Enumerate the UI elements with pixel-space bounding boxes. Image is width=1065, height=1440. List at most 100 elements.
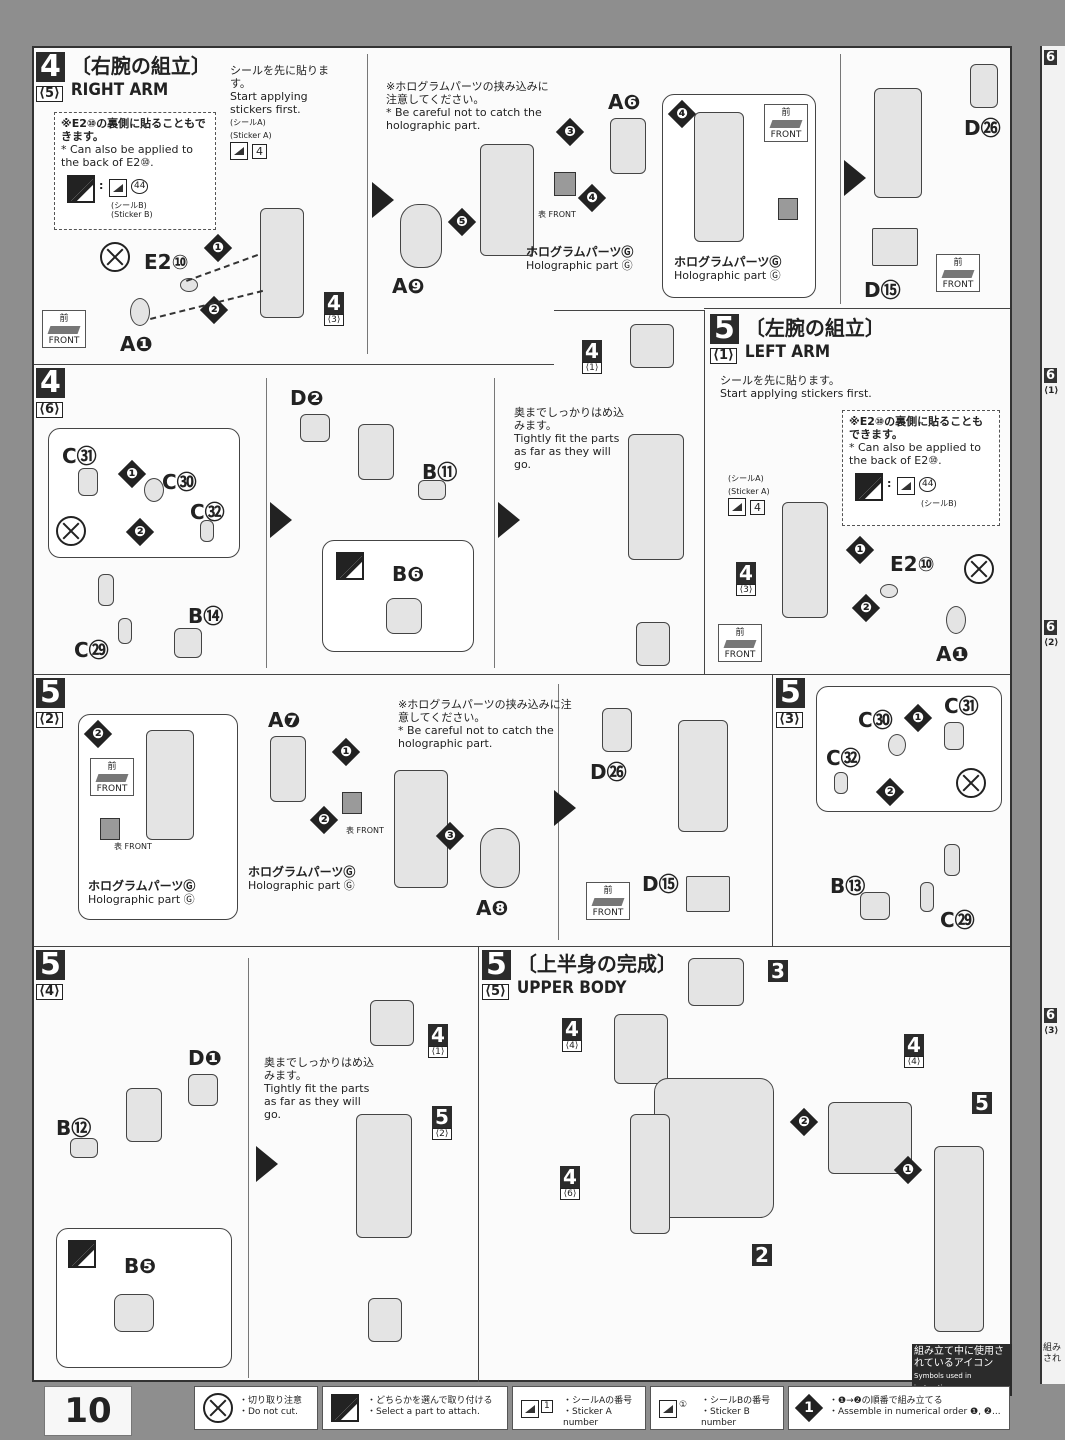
- part-a1: [130, 298, 150, 326]
- torso: [654, 1078, 774, 1218]
- part-a1: [946, 606, 966, 634]
- right-shoulder: [614, 1014, 668, 1084]
- ref-step-4-4: 4⟨4⟩: [562, 1018, 582, 1052]
- right-upper-arm: [260, 208, 304, 318]
- part-c29-label: C㉙: [940, 908, 975, 932]
- order-3-icon: ❸: [555, 117, 585, 147]
- step-title-en: UPPER BODY: [516, 978, 627, 998]
- part-c29: [118, 618, 132, 644]
- cut-icon: [964, 554, 994, 584]
- part-d26: [970, 64, 998, 108]
- part-c29: [920, 882, 934, 912]
- step-title-en: LEFT ARM: [744, 342, 831, 362]
- sticker-a-label-jp: (シールA): [728, 474, 764, 483]
- legend-cut-jp: ・切り取り注意: [239, 1396, 303, 1406]
- order-4-inset-icon: ❹: [667, 99, 697, 129]
- choose-icon: [336, 552, 364, 580]
- part-b11: [418, 480, 446, 500]
- part-e2-label: E2⑩: [144, 250, 189, 274]
- part-c31-label: C㉛: [62, 444, 97, 468]
- part-a1-label: A❶: [936, 642, 969, 666]
- legend-sa-jp: ・シールAの番号: [563, 1396, 633, 1406]
- part-d15: [872, 228, 918, 266]
- sticker-a-icon: [728, 498, 746, 516]
- cut-icon: [56, 516, 86, 546]
- order-2-icon: ❷: [199, 295, 229, 325]
- hand: [368, 1298, 402, 1342]
- choose-icon: [331, 1394, 359, 1422]
- holo-label-en: Holographic part Ⓖ: [88, 893, 195, 906]
- forearm: [356, 1114, 412, 1238]
- fit-note: 奥までしっかりはめ込みます。 Tightly fit the parts as …: [264, 1056, 378, 1121]
- step-sub: ⟨5⟩: [482, 984, 509, 1000]
- note-jp: シールを先に貼ります。: [720, 374, 840, 387]
- strip-bottom-jp2: され: [1043, 1354, 1062, 1364]
- legend-sticker-b-number: ①: [679, 1400, 688, 1410]
- next-arrow: [554, 790, 576, 826]
- next-arrow: [372, 182, 394, 218]
- left-upper-arm: [782, 502, 828, 618]
- e2-note-en: * Can also be applied to the back of E2⑩…: [61, 143, 193, 169]
- step-sub: ⟨4⟩: [36, 984, 63, 1000]
- strip-sub: ⟨3⟩: [1044, 1026, 1059, 1036]
- sticker-a-number: 4: [750, 499, 765, 515]
- legend-sb-en: ・Sticker B number: [701, 1407, 750, 1428]
- legend-sticker-a-number: 1: [541, 1400, 553, 1413]
- part-b13: [860, 892, 890, 920]
- sticker-b-icon: [897, 477, 915, 495]
- holo-label-inset: ホログラムパーツⒼ Holographic part Ⓖ: [88, 880, 195, 907]
- holo-warning-en: * Be careful not to catch the holographi…: [386, 106, 542, 132]
- forearm-assembly: [874, 88, 922, 198]
- right-forearm-inset: [694, 112, 744, 242]
- upper-arm-top: [630, 324, 674, 368]
- ref-step-4-4b: 4⟨4⟩: [904, 1034, 924, 1068]
- part-a9: [400, 204, 442, 268]
- ref-step-5: 5: [972, 1092, 992, 1114]
- hand: [636, 622, 670, 666]
- sticker-b-icon: [659, 1400, 677, 1418]
- legend-order-jp: ・❶→❷の順番で組み立てる: [829, 1396, 943, 1406]
- divider-h1: [34, 364, 554, 365]
- fit-note: 奥までしっかりはめ込みます。 Tightly fit the parts as …: [514, 406, 628, 471]
- part-a8: [480, 828, 520, 888]
- sticker-b-number: 44: [919, 477, 937, 492]
- holo-warning-en: * Be careful not to catch the holographi…: [398, 724, 554, 750]
- order-5-icon: ❺: [447, 207, 477, 237]
- step-sub: ⟨3⟩: [776, 712, 803, 728]
- legend-sticker-a: 1 ・シールAの番号・Sticker A number: [512, 1386, 646, 1430]
- forearm: [628, 434, 684, 560]
- strip-sub: ⟨2⟩: [1044, 638, 1059, 648]
- head: [688, 958, 744, 1006]
- hand-frame: [126, 1088, 162, 1142]
- order-icon: 1: [794, 1393, 824, 1423]
- left-shoulder: [828, 1102, 912, 1174]
- strip-step-number: 6: [1044, 50, 1058, 65]
- sticker-a-icon: [521, 1400, 539, 1418]
- e2-alt-note-box: ※E2⑩の裏側に貼ることもできます。 * Can also be applied…: [842, 410, 1000, 526]
- hand-base: [944, 844, 960, 876]
- e2-note-jp: ※E2⑩の裏側に貼ることもできます。: [849, 415, 984, 441]
- step-number: 5: [36, 678, 65, 708]
- step-title-jp: 〔右腕の組立〕: [70, 54, 211, 78]
- legend-choose-jp: ・どちらかを選んで取り付ける: [367, 1396, 493, 1406]
- part-d2-label: D❷: [290, 386, 324, 410]
- part-a8-label: A❽: [476, 896, 509, 920]
- note-en: Start applying stickers first.: [720, 387, 872, 400]
- sticker-first-note: シールを先に貼ります。 Start applying stickers firs…: [720, 374, 920, 400]
- part-b5-label: B❺: [124, 1254, 157, 1278]
- ref-step-4-3: 4⟨3⟩: [324, 292, 344, 326]
- holo-part: [554, 172, 576, 196]
- instruction-sheet: 4 ⟨5⟩ 〔右腕の組立〕 RIGHT ARM シールを先に貼ります。 Star…: [32, 46, 1012, 1396]
- step-4-right-arm-header: 4 ⟨5⟩ 〔右腕の組立〕 RIGHT ARM: [36, 52, 211, 102]
- next-arrow: [256, 1146, 278, 1182]
- step-sub: ⟨6⟩: [36, 402, 63, 418]
- divider-v-54: [248, 958, 249, 1378]
- holo-label-jp: ホログラムパーツⒼ: [674, 255, 782, 269]
- left-forearm: [394, 770, 448, 888]
- sticker-b-label-jp: (シールB): [111, 201, 147, 210]
- step-5-3-header: 5 ⟨3⟩: [776, 678, 805, 728]
- part-a6: [610, 118, 646, 174]
- part-d26-label: D㉖: [590, 760, 627, 784]
